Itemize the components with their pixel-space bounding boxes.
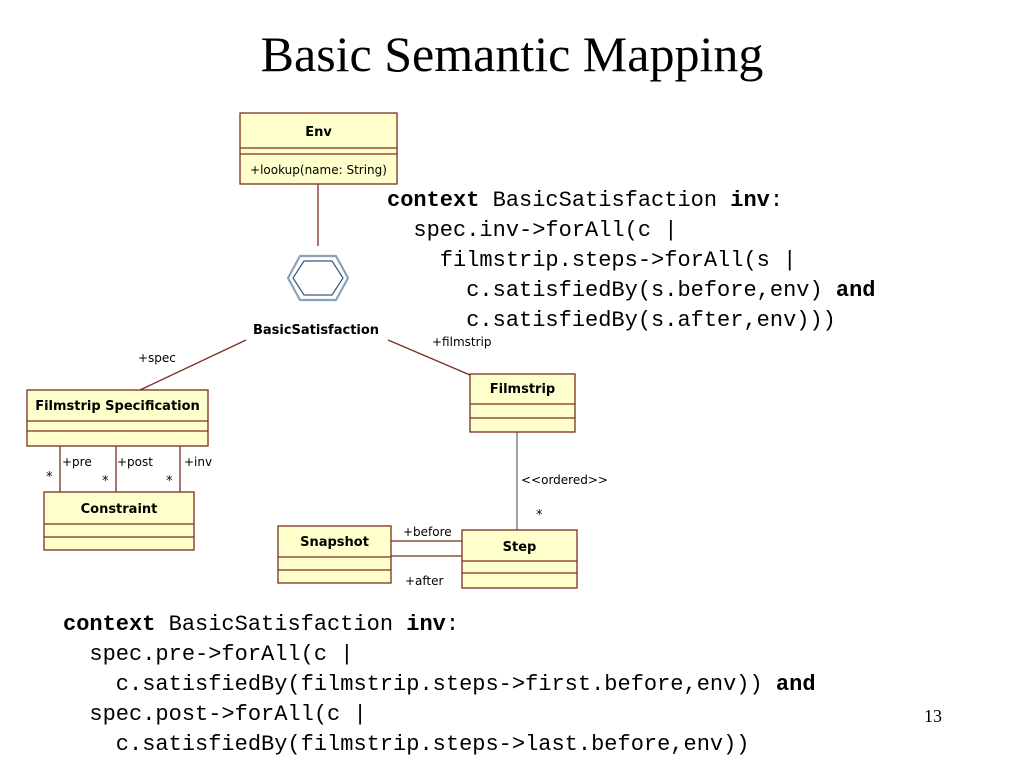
association-lines — [59, 184, 471, 557]
pre-multiplicity: * — [46, 470, 53, 485]
inv-role-label: +inv — [184, 455, 212, 469]
before-role-label: +before — [403, 525, 452, 539]
filmstrip-class[interactable]: Filmstrip — [469, 373, 576, 433]
ocl-bottom-line-1: context BasicSatisfaction inv: — [63, 612, 460, 637]
filmstrip-association-line — [387, 339, 471, 376]
env-class[interactable]: Env +lookup(name: String) — [239, 112, 398, 185]
ocl-top-line-3: filmstrip.steps->forAll(s | — [387, 248, 797, 273]
spec-role-label: +spec — [138, 351, 176, 365]
ocl-top-line-4: c.satisfiedBy(s.before,env) and — [387, 278, 876, 303]
filmstrip-role-label: +filmstrip — [432, 335, 491, 349]
ocl-bottom-line-3: c.satisfiedBy(filmstrip.steps->first.bef… — [63, 672, 816, 697]
constraint-class[interactable]: Constraint — [43, 491, 195, 551]
post-role-label: +post — [117, 455, 153, 469]
step-class-name: Step — [503, 540, 537, 555]
filmstrip-specification-class-name: Filmstrip Specification — [35, 399, 200, 414]
step-class[interactable]: Step — [461, 529, 578, 589]
ocl-bottom-line-5: c.satisfiedBy(filmstrip.steps->last.befo… — [63, 732, 750, 757]
slide-title: Basic Semantic Mapping — [260, 26, 764, 82]
post-multiplicity: * — [102, 474, 109, 489]
steps-multiplicity: * — [536, 508, 543, 523]
filmstrip-specification-class[interactable]: Filmstrip Specification — [26, 389, 209, 447]
ocl-top-line-2: spec.inv->forAll(c | — [387, 218, 678, 243]
filmstrip-class-name: Filmstrip — [490, 382, 555, 397]
basic-satisfaction-label: BasicSatisfaction — [253, 323, 379, 338]
page-number: 13 — [924, 706, 942, 726]
spec-association-line — [139, 339, 247, 391]
inv-multiplicity: * — [166, 474, 173, 489]
after-role-label: +after — [405, 574, 444, 588]
ocl-top-line-5: c.satisfiedBy(s.after,env))) — [387, 308, 836, 333]
pre-role-label: +pre — [62, 455, 92, 469]
env-lookup-operation: +lookup(name: String) — [250, 163, 387, 177]
ocl-invariant-top: context BasicSatisfaction inv: spec.inv-… — [387, 186, 875, 336]
snapshot-class[interactable]: Snapshot — [277, 525, 392, 584]
ordered-stereotype: <<ordered>> — [521, 473, 608, 487]
ocl-invariant-bottom: context BasicSatisfaction inv: spec.pre-… — [63, 610, 816, 760]
ocl-bottom-line-2: spec.pre->forAll(c | — [63, 642, 354, 667]
constraint-class-name: Constraint — [81, 502, 158, 517]
env-class-name: Env — [305, 125, 332, 140]
snapshot-class-name: Snapshot — [300, 535, 369, 550]
ocl-bottom-line-4: spec.post->forAll(c | — [63, 702, 367, 727]
association-diamond — [286, 254, 350, 302]
ocl-top-line-1: context BasicSatisfaction inv: — [387, 188, 784, 213]
